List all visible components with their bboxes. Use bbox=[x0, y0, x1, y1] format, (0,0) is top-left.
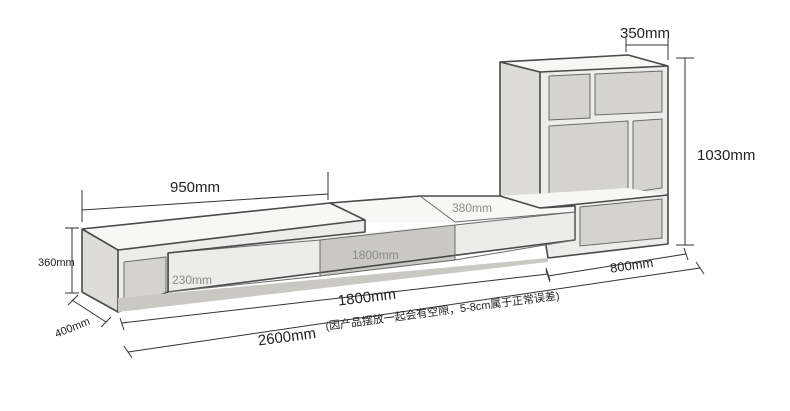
base-strip bbox=[118, 258, 548, 312]
dim-1030: 1030mm bbox=[676, 57, 755, 246]
label-800: 800mm bbox=[609, 255, 654, 276]
label-350: 350mm bbox=[620, 25, 670, 42]
label-2600: 2600mm bbox=[257, 325, 317, 349]
left-cabinet bbox=[81, 202, 366, 313]
label-230: 230mm bbox=[172, 273, 212, 287]
dim-360: 360mm bbox=[38, 227, 79, 294]
label-950: 950mm bbox=[170, 179, 220, 196]
dim-350: 350mm bbox=[620, 25, 670, 60]
dim-950: 950mm bbox=[81, 172, 329, 222]
dim-1800: 1800mm bbox=[119, 267, 551, 331]
dim-800: 800mm bbox=[545, 247, 689, 283]
label-1800: 1800mm bbox=[337, 286, 397, 310]
bookshelf-unit bbox=[499, 54, 669, 209]
label-1030: 1030mm bbox=[697, 147, 755, 164]
label-400: 400mm bbox=[53, 316, 92, 341]
label-1800-inner: 1800mm bbox=[352, 248, 399, 262]
label-380: 380mm bbox=[452, 201, 492, 215]
label-360: 360mm bbox=[38, 257, 75, 269]
middle-cabinet bbox=[167, 195, 576, 293]
